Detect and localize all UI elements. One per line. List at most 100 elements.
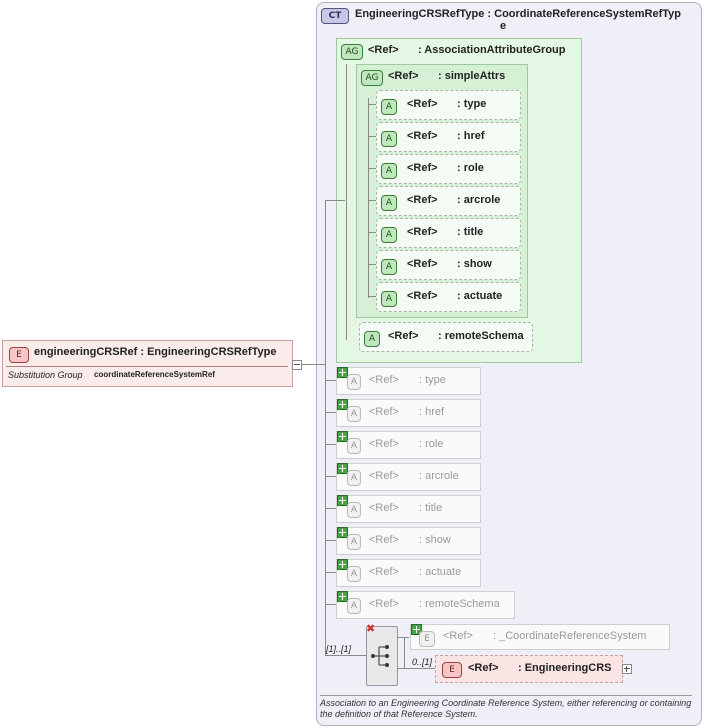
connector-line	[368, 104, 376, 105]
choice-multiplicity: [1]..[1]	[326, 644, 352, 654]
plus-icon	[337, 431, 348, 442]
attribute-ref: <Ref>	[369, 438, 399, 450]
association-group-ref: <Ref>	[368, 44, 399, 56]
attribute-badge: A	[381, 291, 397, 307]
ct-badge: CT	[321, 8, 349, 24]
attribute-row[interactable]: A<Ref>: type	[376, 90, 521, 120]
attribute-row[interactable]: A <Ref> : title	[376, 218, 521, 248]
element-badge: E	[442, 662, 462, 678]
inherited-attribute-row[interactable]: A<Ref>: actuate	[336, 559, 481, 587]
element-name: : EngineeringCRS	[518, 662, 612, 674]
substitution-group-value: coordinateReferenceSystemRef	[94, 370, 215, 379]
attribute-badge: A	[347, 470, 361, 486]
attribute-ref: <Ref>	[407, 290, 438, 302]
attribute-badge: A	[347, 566, 361, 582]
attribute-row[interactable]: A<Ref>: arcrole	[376, 186, 521, 216]
attribute-name: : arcrole	[419, 470, 459, 482]
element-ref: <Ref>	[468, 662, 499, 674]
connector-line	[325, 508, 336, 509]
connector-line	[397, 668, 435, 669]
connector-line	[368, 296, 376, 297]
element-name: engineeringCRSRef : EngineeringCRSRefTyp…	[34, 346, 277, 358]
attribute-name: : type	[419, 374, 446, 386]
attribute-name: : role	[419, 438, 444, 450]
attribute-badge: A	[381, 227, 397, 243]
plus-icon	[337, 527, 348, 538]
attribute-ref: <Ref>	[407, 226, 438, 238]
attribute-name: : title	[419, 502, 443, 514]
inherited-attribute-row[interactable]: A<Ref>: type	[336, 367, 481, 395]
inherited-attribute-row[interactable]: A <Ref> : arcrole	[336, 463, 481, 491]
simple-attrs-ref: <Ref>	[388, 70, 419, 82]
choice-element-abstract-crs[interactable]: E <Ref> : _CoordinateReferenceSystem	[410, 624, 670, 650]
plus-icon	[337, 367, 348, 378]
attribute-ref: <Ref>	[407, 162, 438, 174]
attribute-ref: <Ref>	[369, 470, 399, 482]
choice-element-engineering-crs[interactable]: E <Ref> : EngineeringCRS	[435, 655, 623, 683]
attribute-name: : show	[457, 258, 492, 270]
plus-icon	[337, 463, 348, 474]
expand-toggle[interactable]	[622, 664, 632, 674]
attribute-badge: A	[347, 438, 361, 454]
attribute-badge: A	[347, 534, 361, 550]
substitution-group-label: Substitution Group	[8, 370, 83, 380]
attribute-row[interactable]: A<Ref>: href	[376, 122, 521, 152]
plus-icon	[337, 399, 348, 410]
attribute-row[interactable]: A<Ref>: actuate	[376, 282, 521, 312]
inherited-attribute-row[interactable]: A<Ref>: show	[336, 527, 481, 555]
attribute-name: : title	[457, 226, 484, 238]
connector-line	[368, 264, 376, 265]
connector-line	[325, 380, 336, 381]
connector-line	[325, 200, 345, 201]
inherited-attribute-row[interactable]: A<Ref>: href	[336, 399, 481, 427]
attribute-badge: A	[381, 163, 397, 179]
divider	[6, 366, 288, 367]
attribute-badge: A	[347, 502, 361, 518]
attribute-badge: A	[381, 99, 397, 115]
complex-type-title: EngineeringCRSRefType : CoordinateRefere…	[355, 8, 681, 20]
attribute-row[interactable]: A <Ref> : role	[376, 154, 521, 184]
attribute-ref: <Ref>	[407, 258, 438, 270]
element-name: : _CoordinateReferenceSystem	[493, 630, 647, 642]
connector-line	[325, 476, 336, 477]
choice-icon	[371, 645, 389, 667]
association-group-name: : AssociationAttributeGroup	[418, 44, 566, 56]
element-ref: <Ref>	[443, 630, 473, 642]
attribute-badge: A	[381, 259, 397, 275]
plus-icon	[337, 591, 348, 602]
connector-line	[325, 412, 336, 413]
ag-badge: AG	[361, 70, 383, 86]
connector-line	[368, 200, 376, 201]
attribute-name: : role	[457, 162, 484, 174]
main-connector	[325, 200, 326, 655]
connector-line	[325, 604, 336, 605]
attribute-badge: A	[347, 374, 361, 390]
attribute-ref: <Ref>	[369, 406, 399, 418]
attribute-row[interactable]: A <Ref> : show	[376, 250, 521, 280]
attribute-ref: <Ref>	[407, 98, 438, 110]
attribute-name: : href	[457, 130, 485, 142]
plus-icon	[337, 495, 348, 506]
element-badge: E	[9, 347, 29, 363]
connector-line	[298, 364, 325, 365]
attribute-ref: <Ref>	[407, 130, 438, 142]
plus-icon	[337, 559, 348, 570]
attribute-remote-schema[interactable]: A <Ref> : remoteSchema	[359, 322, 533, 352]
connector-line	[368, 168, 376, 169]
attribute-ref: <Ref>	[407, 194, 438, 206]
collapse-toggle[interactable]	[292, 360, 302, 370]
attribute-ref: <Ref>	[369, 566, 399, 578]
inherited-attribute-row[interactable]: A<Ref>: remoteSchema	[336, 591, 515, 619]
inherited-attribute-row[interactable]: A<Ref>: title	[336, 495, 481, 523]
plus-icon	[411, 624, 422, 635]
ag-badge: AG	[341, 44, 363, 60]
element-multiplicity: 0..[1]	[412, 657, 433, 667]
error-x-icon: ✖	[366, 623, 376, 635]
connector-line	[368, 232, 376, 233]
element-box[interactable]: E engineeringCRSRef : EngineeringCRSRefT…	[2, 340, 293, 387]
connector-line	[325, 655, 366, 656]
inherited-attribute-row[interactable]: A <Ref> : role	[336, 431, 481, 459]
attribute-badge: A	[347, 406, 361, 422]
attribute-badge: A	[347, 598, 361, 614]
choice-compositor[interactable]	[366, 626, 398, 686]
